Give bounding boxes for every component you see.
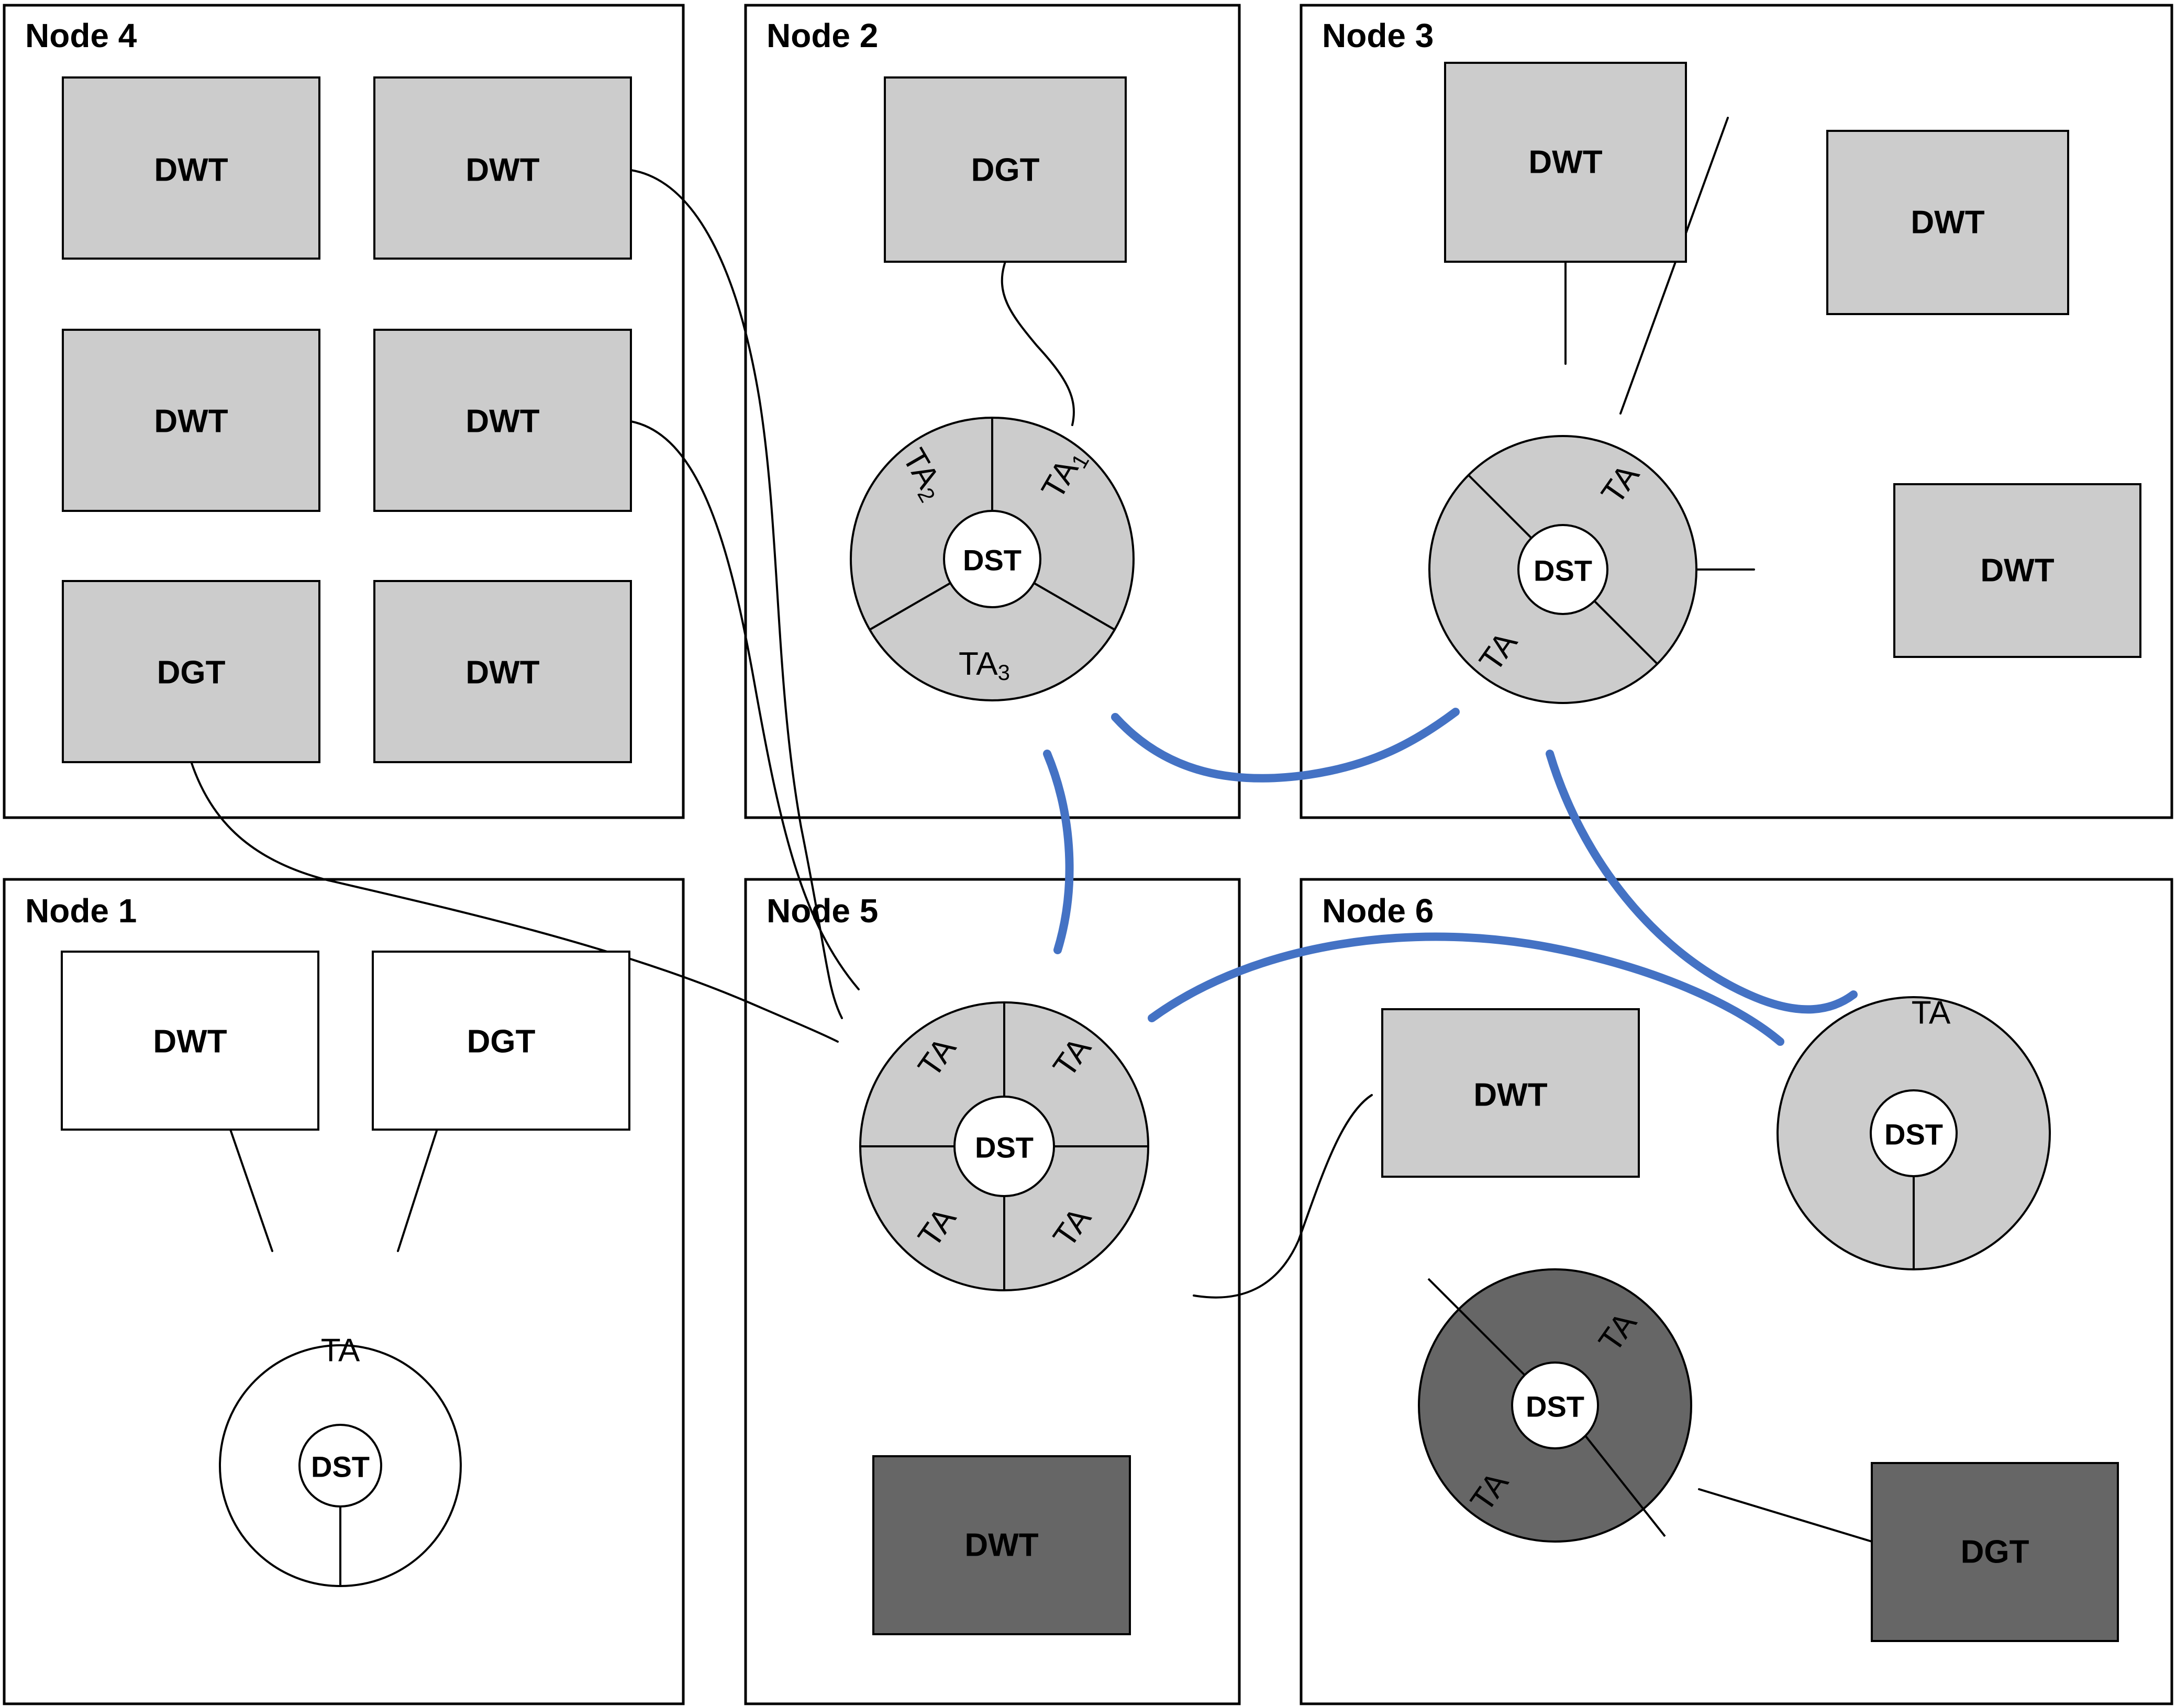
node1-box-1[interactable]: DWT: [61, 951, 319, 1131]
panel-title-node4: Node 4: [25, 17, 137, 54]
box-label: DWT: [154, 152, 228, 188]
sector-label-ta3: TA3: [959, 646, 1010, 685]
node4-box-1[interactable]: DWT: [62, 76, 320, 260]
link-node2-dgt-to-ring: [1001, 261, 1075, 426]
interlink-node5-node6: [1148, 932, 1784, 1046]
node1-dst-ring[interactable]: DST TA: [219, 1333, 462, 1587]
link-node4-dwt4-to-node5: [630, 420, 860, 990]
hub-label: DST: [963, 544, 1022, 577]
hub-label: DST: [311, 1450, 370, 1483]
link-node4-dwt2-to-node5: [630, 169, 843, 1019]
node3-box-1[interactable]: DWT: [1444, 62, 1687, 263]
interlink-node2-node5: [1043, 750, 1074, 954]
node3-box-2[interactable]: DWT: [1826, 130, 2069, 315]
node2-dst-ring[interactable]: DST TA1 TA2 TA3: [850, 417, 1135, 701]
box-label: DWT: [153, 1024, 227, 1060]
interlink-node2-node3: [1111, 708, 1460, 783]
panel-title-node3: Node 3: [1322, 17, 1434, 54]
box-label: DGT: [1961, 1534, 2029, 1570]
hub-label: DST: [1526, 1390, 1584, 1423]
sector-label-ta: TA: [1912, 995, 1951, 1031]
node5-dst-hub[interactable]: [953, 1096, 1055, 1197]
box-label: DGT: [971, 152, 1040, 188]
node6-dst-hub-dark[interactable]: [1511, 1361, 1599, 1449]
node4-box-3[interactable]: DWT: [62, 329, 320, 512]
node6-dst-ring-light[interactable]: DST TA: [1777, 995, 2051, 1270]
box-label: DWT: [1911, 205, 1984, 241]
box-label: DWT: [154, 404, 228, 440]
node1-dst-hub[interactable]: [298, 1424, 382, 1508]
node6-dst-hub-light[interactable]: [1870, 1089, 1958, 1177]
box-label: DWT: [1980, 553, 2054, 589]
node3-box-3[interactable]: DWT: [1893, 483, 2141, 658]
box-label: DWT: [465, 404, 539, 440]
box-label: DWT: [1473, 1077, 1547, 1113]
box-label: DWT: [465, 152, 539, 188]
node3-dst-ring[interactable]: DST TA TA: [1428, 435, 1697, 704]
link-node4-dgt-to-node5: [190, 761, 839, 1043]
sector-label-ta: TA: [321, 1333, 360, 1369]
hub-label: DST: [975, 1131, 1034, 1164]
link-node6-darkring-to-dgt: [1698, 1488, 1873, 1543]
panel-node3[interactable]: [1300, 4, 2173, 819]
box-label: DGT: [467, 1024, 536, 1060]
node4-box-2[interactable]: DWT: [373, 76, 632, 260]
panel-title-node5: Node 5: [767, 892, 878, 930]
node1-box-2[interactable]: DGT: [372, 951, 630, 1131]
hub-label: DST: [1534, 554, 1592, 587]
interlink-node3-node6: [1546, 750, 1858, 1014]
box-label: DWT: [964, 1527, 1038, 1564]
node6-box-1[interactable]: DWT: [1381, 1008, 1640, 1178]
node4-box-4[interactable]: DWT: [373, 329, 632, 512]
panel-title-node2: Node 2: [767, 17, 878, 54]
link-node3-dwt2-to-ring: [1619, 117, 1729, 415]
hub-label: DST: [1884, 1118, 1943, 1151]
node3-dst-hub[interactable]: [1517, 524, 1608, 615]
link-node6-dwt-to-node5: [1193, 1094, 1373, 1299]
node4-box-6[interactable]: DWT: [373, 580, 632, 763]
node4-box-5[interactable]: DGT: [62, 580, 320, 763]
node2-dst-hub[interactable]: [943, 510, 1041, 608]
box-label: DGT: [157, 655, 226, 691]
node5-box-1[interactable]: DWT: [872, 1455, 1131, 1635]
node5-dst-ring[interactable]: DST TA TA TA TA: [859, 1001, 1149, 1291]
node6-dst-ring-dark[interactable]: DST TA TA: [1418, 1268, 1692, 1543]
node2-box-1[interactable]: DGT: [884, 76, 1127, 263]
box-label: DWT: [1528, 144, 1602, 181]
node6-box-2[interactable]: DGT: [1871, 1462, 2119, 1642]
panel-title-node6: Node 6: [1322, 892, 1434, 930]
panel-title-node1: Node 1: [25, 892, 137, 930]
box-label: DWT: [465, 655, 539, 691]
